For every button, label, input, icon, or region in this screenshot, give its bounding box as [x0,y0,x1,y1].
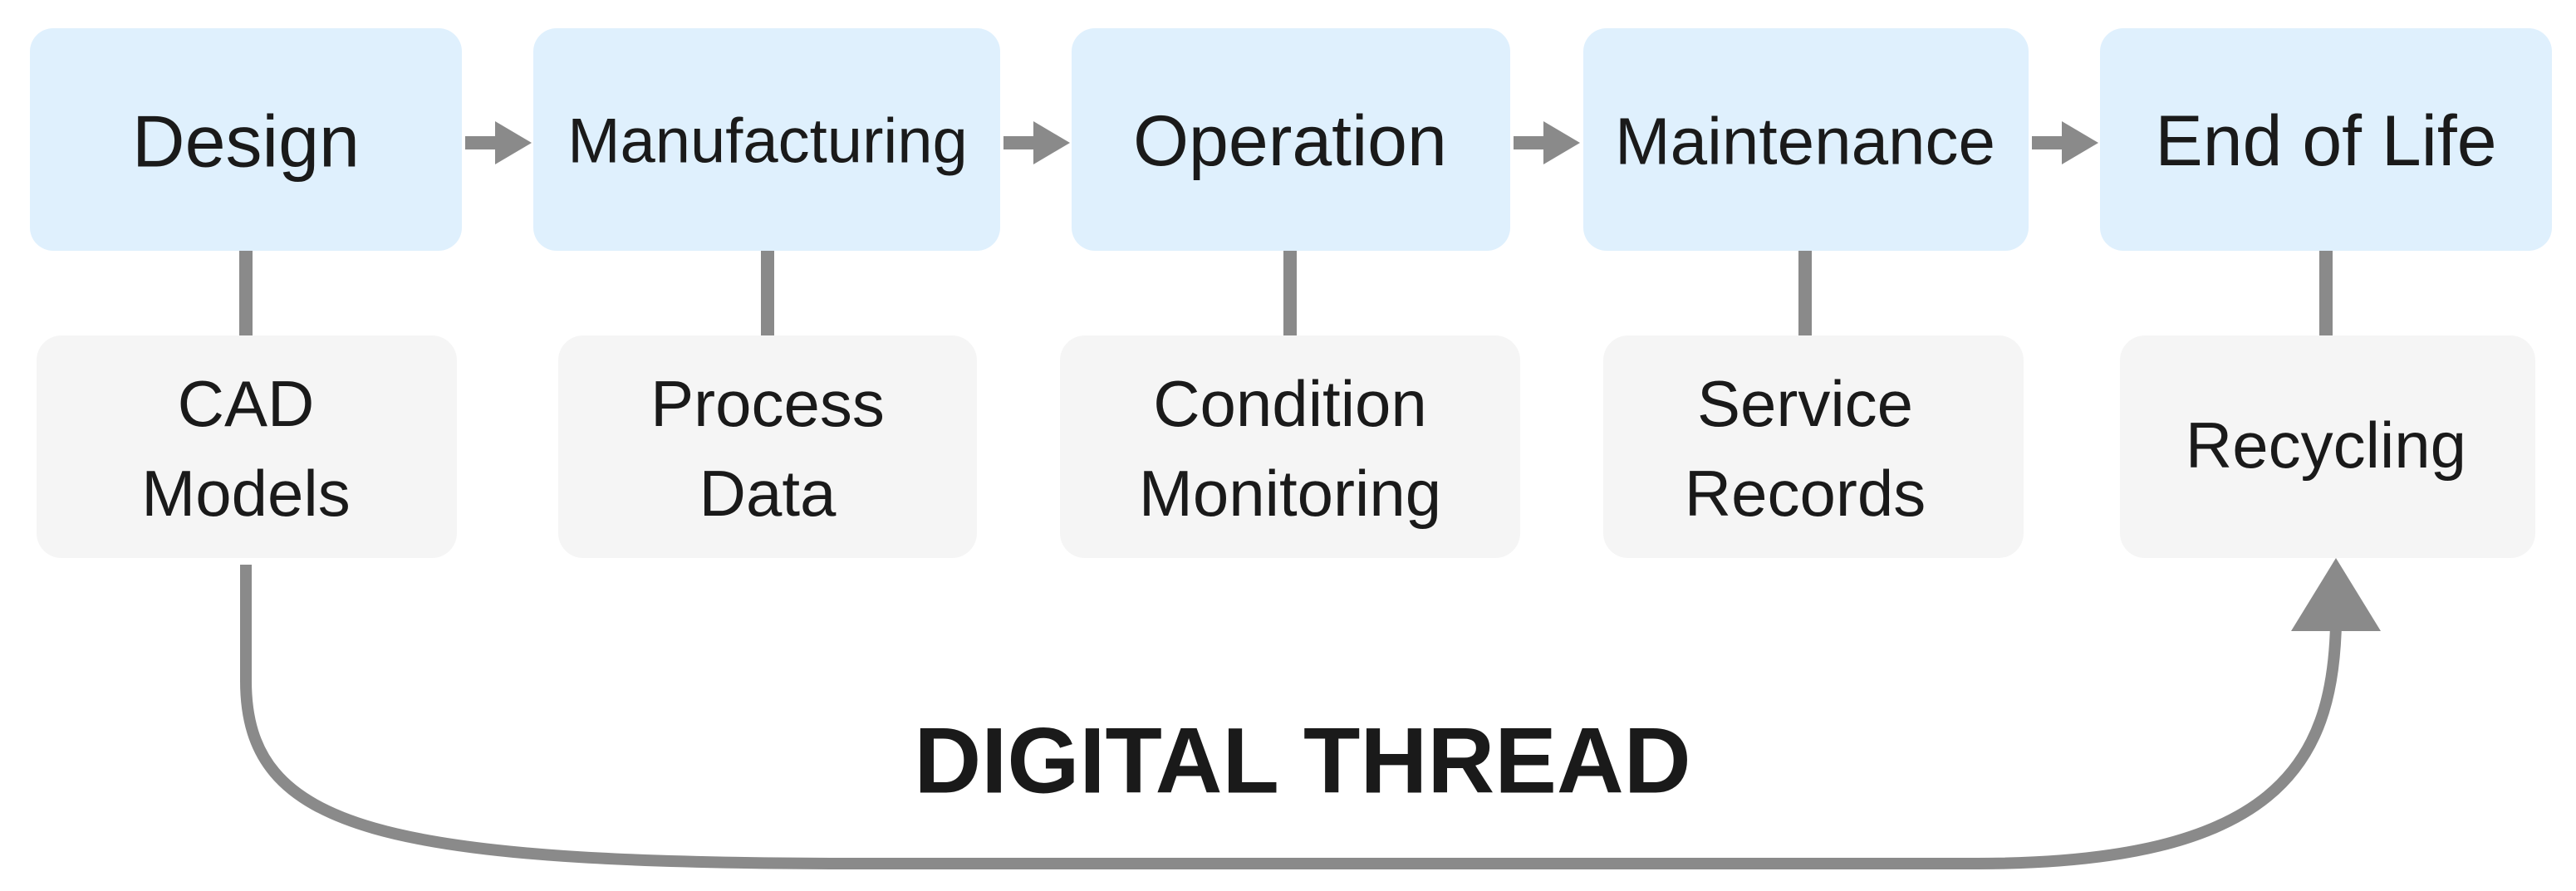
artifact-label-records: Records [1685,457,1926,530]
stage-label-design: Design [132,100,360,183]
digital-thread-curve [240,565,2342,869]
stage-manufacturing: Manufacturing [533,28,1000,251]
stage-operation: Operation [1072,28,1510,251]
flow-arrow-1 [465,121,532,164]
stage-end-of-life: End of Life [2100,28,2552,251]
artifact-label-data: Data [699,457,837,530]
artifact-label-models: Models [141,457,350,530]
flow-arrow-3 [1514,121,1580,164]
flow-arrow-4 [2032,121,2098,164]
stage-maintenance: Maintenance [1583,28,2029,251]
stage-label-manufacturing: Manufacturing [567,106,968,177]
digital-thread-label: DIGITAL THREAD [914,709,1690,813]
artifact-label-monitoring: Monitoring [1139,457,1441,530]
artifact-label-process: Process [650,367,885,440]
artifact-label-service: Service [1697,367,1913,440]
artifact-label-condition: Condition [1153,367,1427,440]
artifact-cad-models: CAD Models [37,335,457,558]
artifact-condition-monitoring: Condition Monitoring [1060,335,1520,558]
stage-label-end-of-life: End of Life [2155,101,2496,181]
artifact-label-recycling: Recycling [2186,409,2466,482]
stage-design: Design [30,28,462,251]
artifact-service-records: Service Records [1603,335,2024,558]
artifact-label-cad: CAD [178,367,315,440]
digital-thread-arrowhead [2291,558,2381,631]
artifact-recycling: Recycling [2120,335,2535,558]
stage-label-maintenance: Maintenance [1615,105,1995,179]
stage-label-operation: Operation [1133,101,1447,181]
flow-arrow-2 [1003,121,1070,164]
artifact-process-data: Process Data [558,335,977,558]
